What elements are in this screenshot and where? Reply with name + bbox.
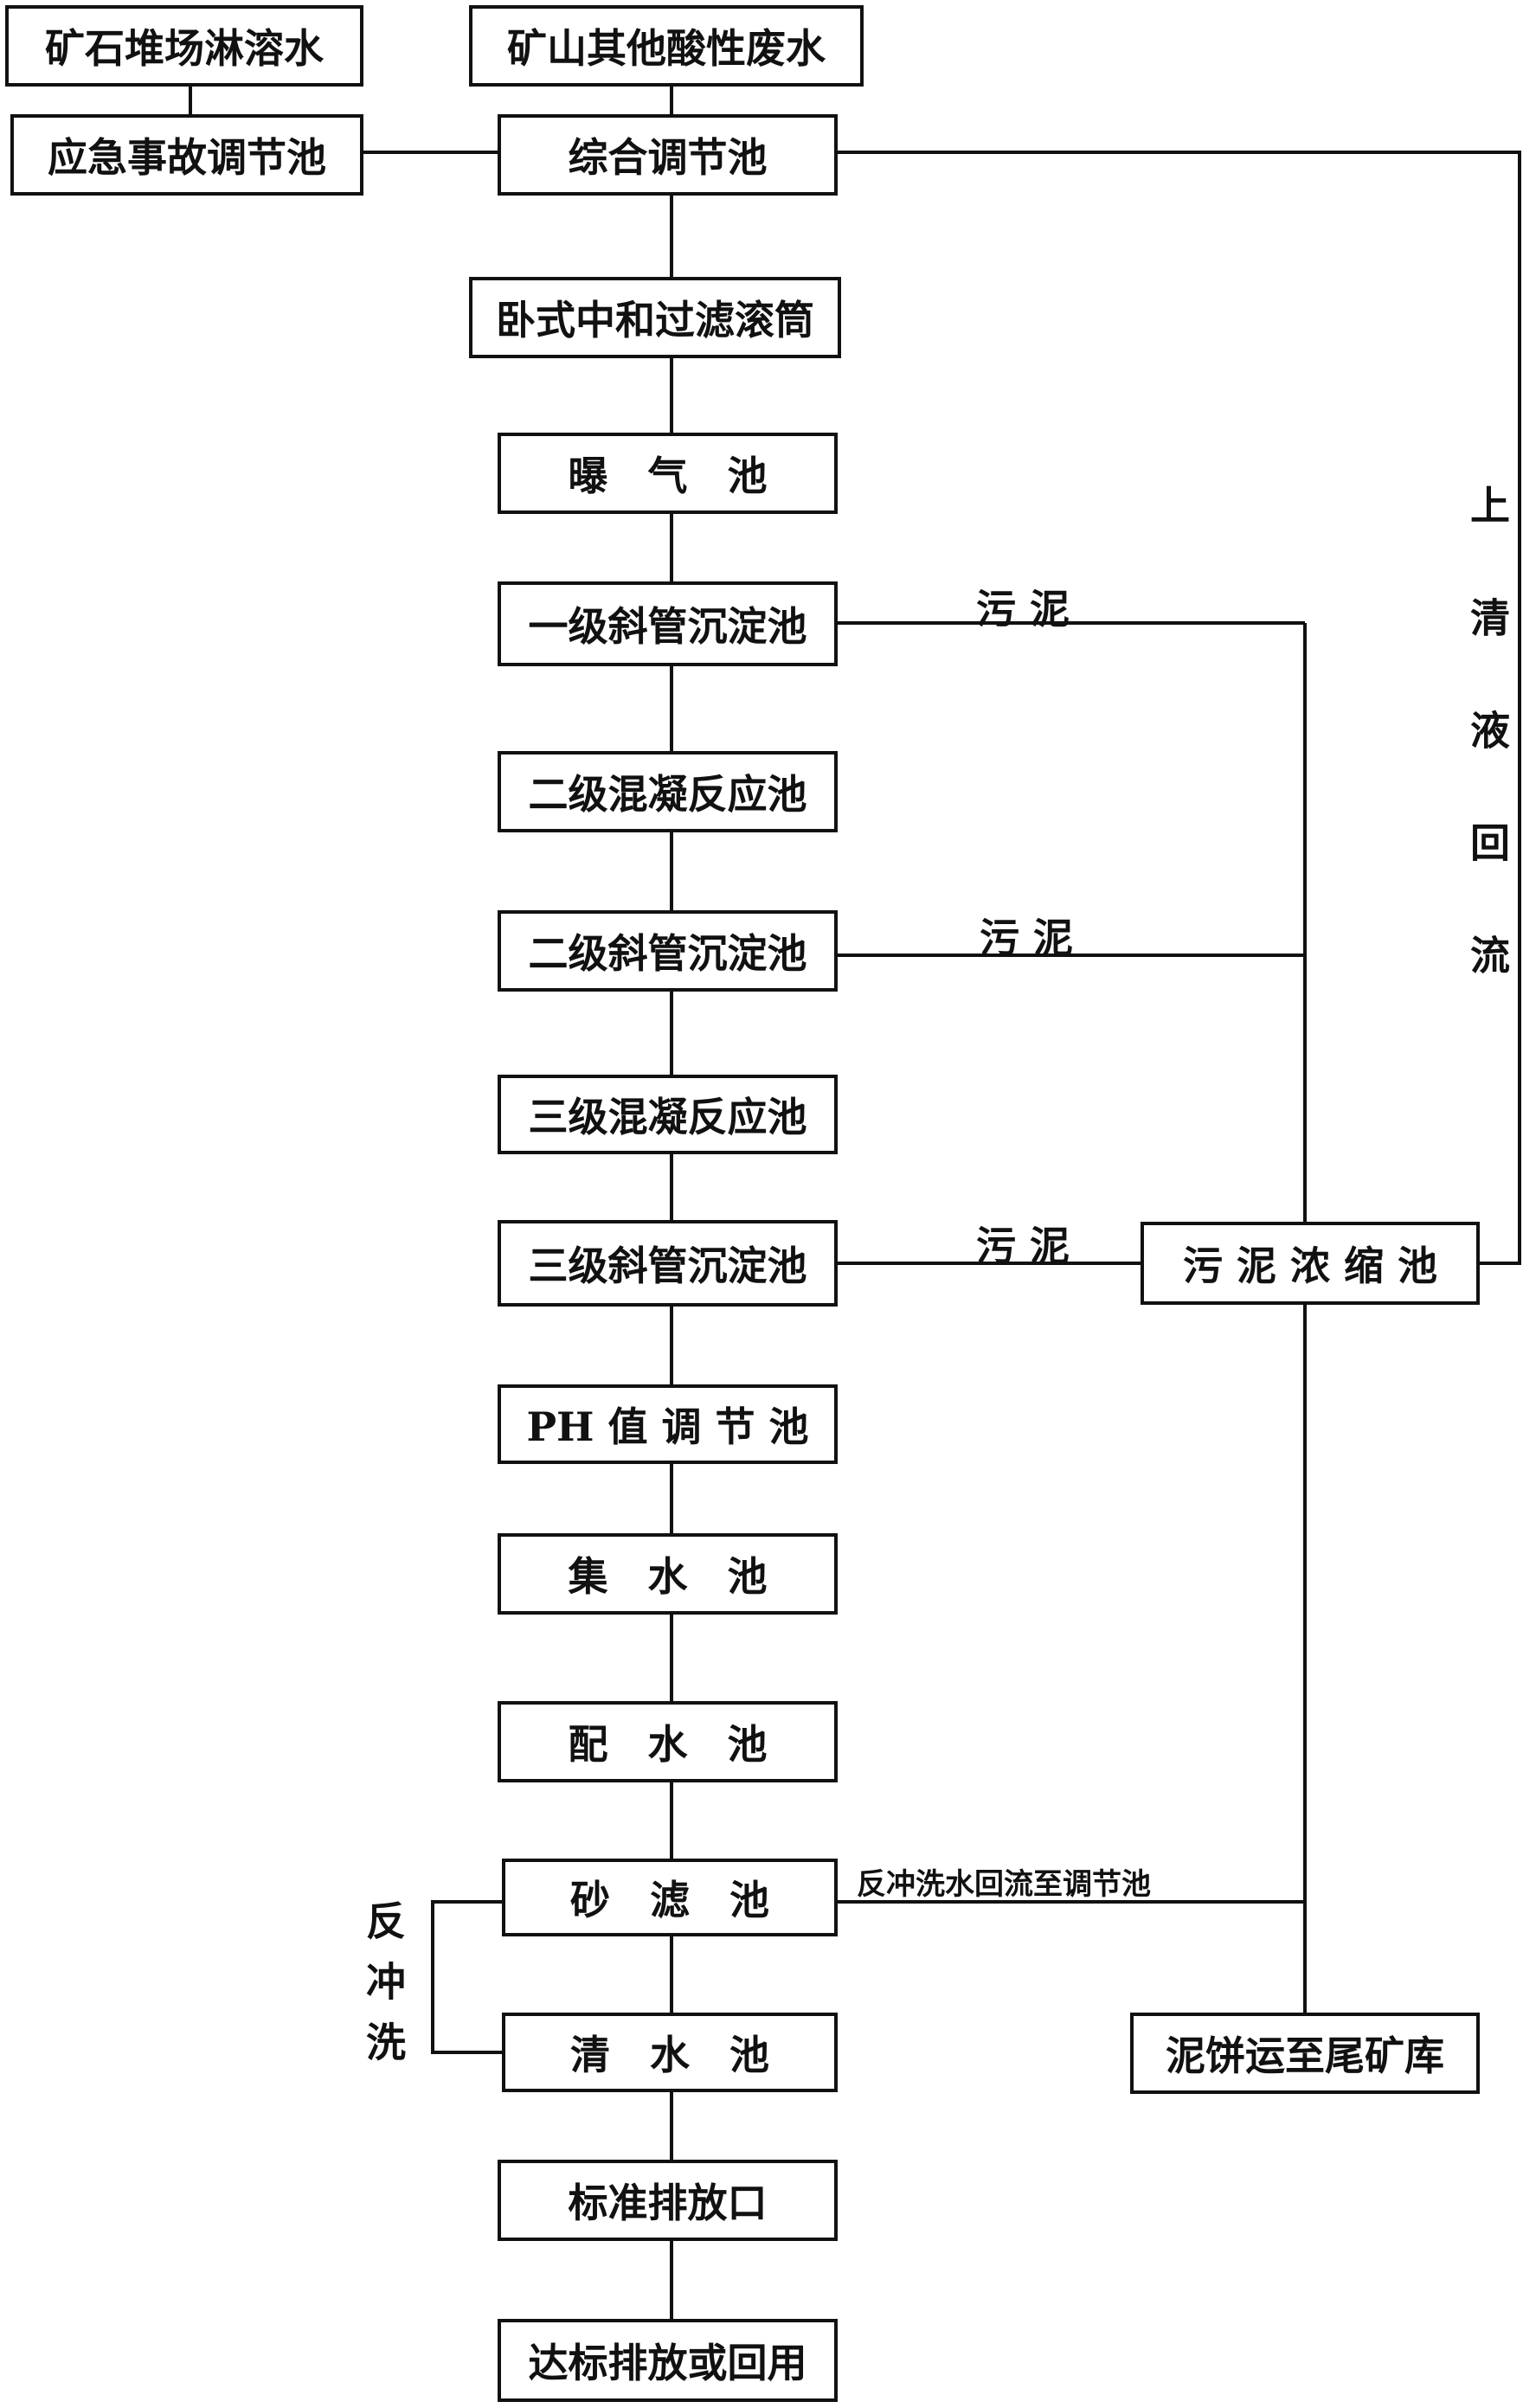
- line-supernatant-return: [838, 151, 1521, 1265]
- distribution-pond-box: 配 水 池: [498, 1701, 838, 1782]
- neutralization-filter-box: 卧式中和过滤滚筒: [469, 277, 841, 358]
- final-discharge-box: 达标排放或回用: [498, 2319, 838, 2402]
- clear-water-pond-box: 清 水 池: [502, 2013, 838, 2092]
- sludge-cake-transport-box: 泥饼运至尾矿库: [1130, 2013, 1480, 2094]
- other-acidic-wastewater-box: 矿山其他酸性废水: [469, 5, 864, 87]
- sand-filter-box: 砂 滤 池: [502, 1859, 838, 1936]
- backwash-label: 反冲洗: [360, 1900, 407, 2082]
- emergency-pond-box: 应急事故调节池: [10, 114, 363, 196]
- aeration-tank-box: 曝 气 池: [498, 433, 838, 514]
- discharge-outlet-box: 标准排放口: [498, 2160, 838, 2241]
- ore-leachate-box: 矿石堆场淋溶水: [5, 5, 363, 87]
- ph-pond-box: PH 值 调 节 池: [498, 1384, 838, 1464]
- sludge-thickener-box: 污 泥 浓 缩 池: [1141, 1222, 1480, 1305]
- sludge-label-3: 污 泥: [976, 1223, 1070, 1269]
- comprehensive-pond-box: 综合调节池: [498, 114, 838, 196]
- coagulation-3-box: 三级混凝反应池: [498, 1075, 838, 1154]
- line-backwash-loop: [431, 1900, 502, 2054]
- supernatant-return-label: 上清液回流: [1464, 485, 1511, 1047]
- sludge-label-1: 污 泥: [976, 586, 1070, 633]
- settler-3-box: 三级斜管沉淀池: [498, 1220, 838, 1307]
- backwash-return-label: 反冲洗水回流至调节池: [857, 1867, 1151, 1902]
- settler-1-box: 一级斜管沉淀池: [498, 581, 838, 666]
- settler-2-box: 二级斜管沉淀池: [498, 910, 838, 992]
- collection-pond-box: 集 水 池: [498, 1533, 838, 1615]
- coagulation-2-box: 二级混凝反应池: [498, 751, 838, 832]
- sludge-label-2: 污 泥: [980, 915, 1074, 961]
